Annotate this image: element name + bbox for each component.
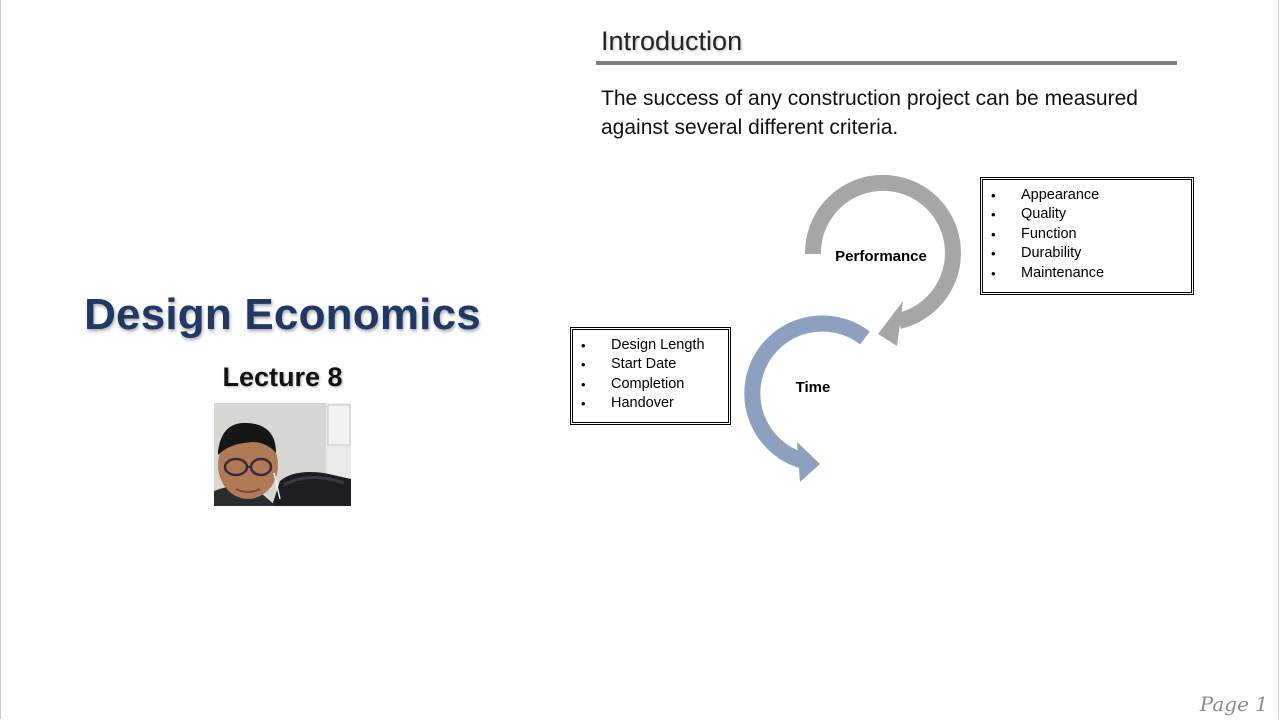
heading-underline (596, 61, 1177, 65)
lecture-number: Lecture 8 (222, 362, 343, 392)
page-number: Page 1 (1199, 692, 1268, 716)
time-arrow (744, 315, 870, 482)
presentation-title: Design Economics (84, 290, 481, 339)
list-item: Quality (983, 205, 1191, 225)
performance-arrow (804, 174, 961, 346)
intro-paragraph: The success of any construction project … (601, 87, 1138, 139)
time-criteria-box: Design Length Start Date Completion Hand… (570, 327, 731, 425)
list-item: Maintenance (983, 264, 1191, 284)
list-item: Completion (573, 375, 728, 395)
list-item: Appearance (983, 186, 1191, 206)
presenter-video-frame (214, 403, 351, 506)
time-criteria-list: Design Length Start Date Completion Hand… (573, 336, 728, 414)
presenter-webcam-thumbnail (214, 403, 351, 506)
list-item: Handover (573, 394, 728, 414)
performance-label: Performance (835, 248, 927, 265)
list-item: Durability (983, 244, 1191, 264)
performance-criteria-box: Appearance Quality Function Durability M… (980, 177, 1194, 295)
section-heading: Introduction (601, 26, 743, 56)
list-item: Function (983, 225, 1191, 245)
time-label: Time (796, 379, 831, 396)
list-item: Start Date (573, 355, 728, 375)
list-item: Design Length (573, 336, 728, 356)
performance-criteria-list: Appearance Quality Function Durability M… (983, 186, 1191, 283)
